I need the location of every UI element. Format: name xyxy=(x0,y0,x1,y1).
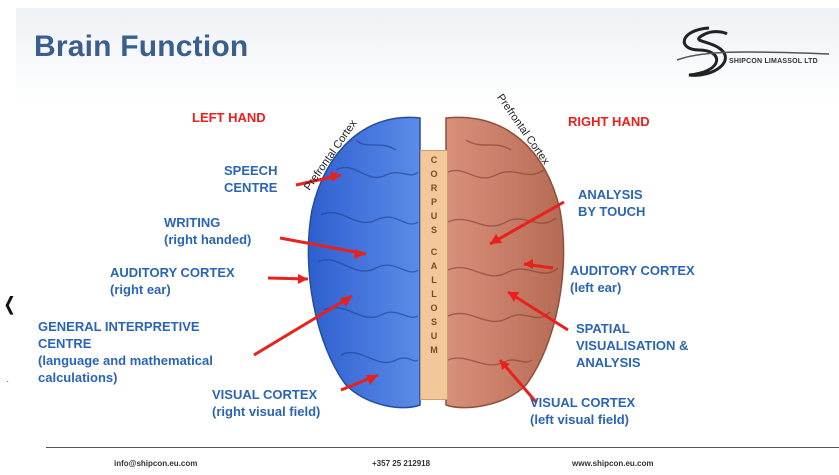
label-line: (language and mathematical xyxy=(38,352,213,369)
edge-dot-icon: · xyxy=(6,376,9,387)
callosum-letter: O xyxy=(421,169,447,179)
callosum-letter: C xyxy=(421,155,447,165)
label-line: calculations) xyxy=(38,369,213,386)
auditory-cortex-right-label: AUDITORY CORTEX (left ear) xyxy=(570,262,695,296)
label-line: VISUAL CORTEX xyxy=(212,386,320,403)
label-line: VISUAL CORTEX xyxy=(530,394,635,411)
label-line: (left visual field) xyxy=(530,411,635,428)
corpus-callosum-bar: C O R P U S C A L L O S U M xyxy=(420,150,448,400)
left-window-strip: ❬ · xyxy=(0,0,16,475)
label-line: ANALYSIS xyxy=(578,186,645,203)
label-line: WRITING xyxy=(164,214,251,231)
label-line: (right handed) xyxy=(164,231,251,248)
callosum-letter: S xyxy=(421,317,447,327)
footer-divider xyxy=(46,447,839,448)
callosum-letter: O xyxy=(421,303,447,313)
label-line: AUDITORY CORTEX xyxy=(110,264,235,281)
label-line: AUDITORY CORTEX xyxy=(570,262,695,279)
writing-label: WRITING (right handed) xyxy=(164,214,251,248)
callosum-letter: C xyxy=(421,247,447,257)
callosum-letter: M xyxy=(421,345,447,355)
callosum-letter: L xyxy=(421,289,447,299)
presentation-slide: Brain Function SHIPCON LIMASSOL LTD xyxy=(16,0,839,475)
visual-cortex-right-label: VISUAL CORTEX (left visual field) xyxy=(530,394,635,428)
callosum-letter: U xyxy=(421,331,447,341)
visual-cortex-left-label: VISUAL CORTEX (right visual field) xyxy=(212,386,320,420)
callosum-letter: S xyxy=(421,225,447,235)
label-line: SPATIAL xyxy=(576,320,688,337)
callosum-letter: P xyxy=(421,197,447,207)
label-line: GENERAL INTERPRETIVE xyxy=(38,318,213,335)
spatial-visualisation-label: SPATIAL VISUALISATION & ANALYSIS xyxy=(576,320,688,371)
partial-glyph-icon: ❬ xyxy=(2,294,17,315)
footer-phone: +357 25 212918 xyxy=(372,459,430,468)
analysis-by-touch-label: ANALYSIS BY TOUCH xyxy=(578,186,645,220)
right-hand-label: RIGHT HAND xyxy=(568,114,650,129)
label-line: CENTRE xyxy=(224,179,277,196)
footer-email: info@shipcon.eu.com xyxy=(114,459,197,468)
label-line: (right ear) xyxy=(110,281,235,298)
speech-centre-label: SPEECH CENTRE xyxy=(224,162,277,196)
label-line: ANALYSIS xyxy=(576,354,688,371)
label-line: (right visual field) xyxy=(212,403,320,420)
label-line: BY TOUCH xyxy=(578,203,645,220)
callosum-letter: L xyxy=(421,275,447,285)
left-hand-label: LEFT HAND xyxy=(192,110,266,125)
callosum-letter: U xyxy=(421,211,447,221)
callosum-letter: R xyxy=(421,183,447,193)
footer-website: www.shipcon.eu.com xyxy=(572,459,654,468)
general-interpretive-label: GENERAL INTERPRETIVE CENTRE (language an… xyxy=(38,318,213,386)
callosum-letter: A xyxy=(421,261,447,271)
label-line: (left ear) xyxy=(570,279,695,296)
label-line: CENTRE xyxy=(38,335,213,352)
label-line: VISUALISATION & xyxy=(576,337,688,354)
auditory-cortex-left-label: AUDITORY CORTEX (right ear) xyxy=(110,264,235,298)
label-line: SPEECH xyxy=(224,162,277,179)
